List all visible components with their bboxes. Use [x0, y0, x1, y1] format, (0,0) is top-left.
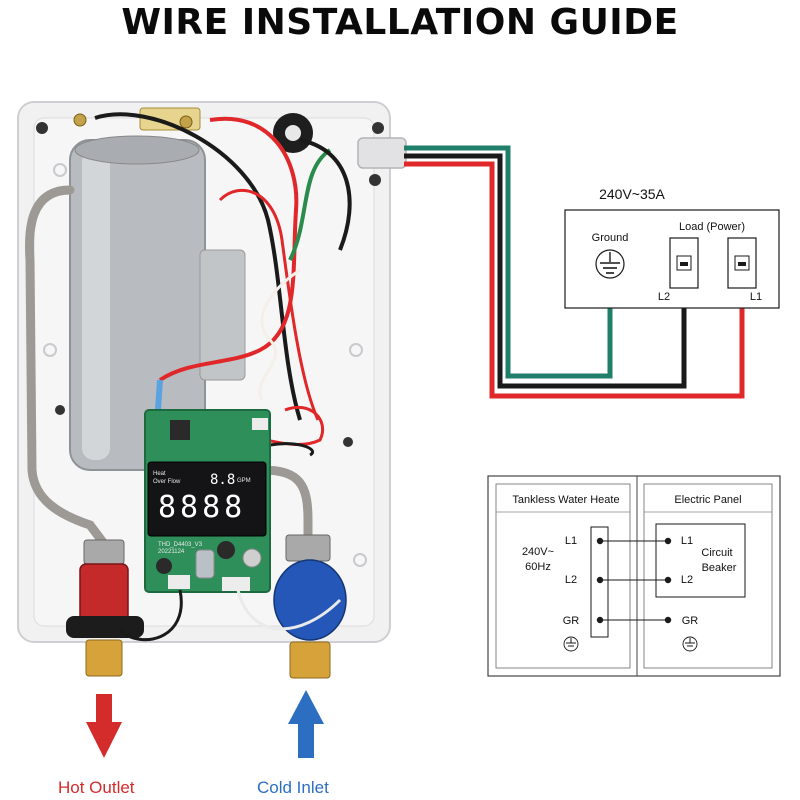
terminal-screw [179, 115, 193, 129]
display-gpm-label: GPM [237, 478, 251, 484]
panel-l1-label: L1 [681, 535, 693, 547]
page-title: WIRE INSTALLATION GUIDE [121, 2, 679, 43]
heater-ground-icon [563, 636, 579, 652]
display-overflow-label: Over Flow [153, 479, 181, 485]
outlet-pipe [25, 185, 110, 550]
capacitor [217, 541, 235, 559]
connector [168, 575, 190, 589]
inductor [170, 420, 190, 440]
mount-hole [349, 343, 363, 357]
panel-ground-icon [682, 636, 698, 652]
cold-inlet-arrow [288, 690, 324, 758]
hot-fitting-nut [83, 539, 125, 565]
hot-bracket-wire [118, 589, 183, 642]
l1-label: L1 [750, 291, 762, 303]
ground-symbol-icon [595, 249, 625, 279]
cold-fitting-thread [289, 641, 331, 679]
panel-gr-label: GR [682, 615, 699, 627]
display-heat-label: Heat [153, 471, 166, 477]
screw-top-right [372, 122, 384, 134]
heater-gr-label: GR [563, 615, 580, 627]
screw-mid-right [369, 174, 381, 186]
junction-dot [664, 576, 672, 584]
wire-gland [357, 137, 407, 169]
internal-wire-red-2 [218, 189, 320, 421]
ground-label: Ground [592, 232, 629, 244]
mount-hole [43, 343, 57, 357]
l2-label: L2 [658, 291, 670, 303]
internal-wire-black [94, 112, 302, 421]
internal-wire-black-2 [299, 138, 352, 251]
display-large-digits: 8888 [158, 490, 246, 525]
schematic-inner-left [495, 483, 631, 669]
connector [252, 418, 268, 430]
supply-cable [404, 145, 745, 399]
internal-wire-white [258, 268, 301, 401]
junction-dot [664, 537, 672, 545]
hot-fitting-bracket [66, 616, 144, 638]
breaker-line1: Circuit [701, 547, 732, 559]
schematic-inner-right [643, 483, 773, 669]
power-rating: 240V~35A [599, 186, 665, 202]
internal-wire-green [288, 148, 332, 261]
heater-unit: Heat Over Flow 8.8 GPM 8888 THD_D4403_V3… [17, 101, 407, 679]
heating-tank-highlight [82, 150, 110, 460]
pcb-label-model: THD_D4403_V3 [158, 542, 203, 548]
capacitor [156, 558, 172, 574]
inlet-pipe [257, 465, 313, 550]
wiring-schematic: Tankless Water Heate Electric Panel 240V… [487, 475, 781, 677]
tank-bracket [199, 249, 246, 381]
heater-l2-label: L2 [565, 574, 577, 586]
mount-hole [353, 553, 367, 567]
heater-header: Tankless Water Heate [512, 494, 619, 506]
heating-tank-cap [74, 135, 200, 165]
l2-wire [404, 153, 687, 389]
flow-sensor [273, 559, 347, 641]
internal-wire-red [158, 116, 299, 382]
terminal-screw [73, 113, 87, 127]
screw-bottom-left [55, 405, 65, 415]
buzzer [195, 549, 215, 579]
frequency-label: 60Hz [525, 561, 551, 573]
internal-wire-black-3 [269, 442, 314, 457]
screw-bottom-right [343, 437, 353, 447]
current-sensor-hole [285, 125, 301, 141]
voltage-label: 240V~ [522, 546, 554, 558]
panel-l2-label: L2 [681, 574, 693, 586]
mount-hole [53, 163, 67, 177]
flow-sensor-wire [236, 589, 342, 631]
internal-wire-red-3 [264, 405, 324, 446]
ground-wire [404, 145, 613, 379]
power-panel: 240V~35A Ground Load (Power) L2 L1 [564, 186, 780, 309]
junction-dot [596, 616, 604, 624]
junction-dot [596, 576, 604, 584]
led-display [147, 461, 267, 537]
screw-top-left [36, 122, 48, 134]
cold-fitting-nut [285, 534, 331, 562]
junction-dot [664, 616, 672, 624]
breaker-line2: Beaker [702, 562, 737, 574]
breaker-l2-icon [669, 237, 699, 289]
cold-inlet-caption: Cold Inlet [257, 778, 329, 797]
connector [222, 577, 250, 591]
display-small-digits: 8.8 [210, 472, 235, 488]
l1-wire [404, 161, 745, 399]
sensor-wire-blue [155, 379, 163, 411]
knob [242, 548, 262, 568]
hot-outlet-arrow [86, 694, 122, 758]
heater-l1-label: L1 [565, 535, 577, 547]
hot-fitting-thread [85, 639, 123, 677]
breaker-l1-icon [727, 237, 757, 289]
hot-outlet-caption: Hot Outlet [58, 778, 135, 797]
load-label: Load (Power) [679, 221, 745, 233]
pcb-label-date: 20221124 [158, 549, 185, 555]
junction-dot [596, 537, 604, 545]
circuit-breaker-box [655, 523, 746, 598]
panel-header: Electric Panel [674, 494, 741, 506]
